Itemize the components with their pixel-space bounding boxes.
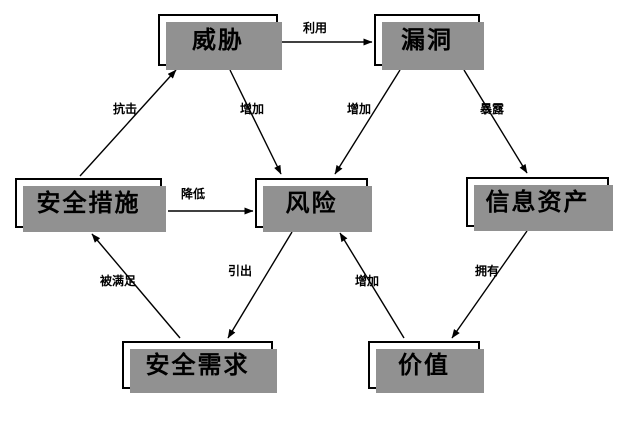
edge-label-counter: 抗击 — [113, 102, 138, 116]
edge-label-expose: 暴露 — [480, 102, 505, 116]
node-risk[interactable]: 风险 — [255, 178, 372, 232]
edge-vuln-to-asset — [463, 69, 528, 174]
node-security-control[interactable]: 安全措施 — [15, 178, 166, 232]
edge-label-increase-threat-risk: 增加 — [240, 102, 265, 116]
node-vulnerability-label: 漏洞 — [401, 26, 453, 54]
node-information-asset-label: 信息资产 — [485, 188, 590, 216]
node-vulnerability[interactable]: 漏洞 — [374, 14, 484, 70]
node-risk-label: 风险 — [285, 189, 338, 217]
node-security-requirement[interactable]: 安全需求 — [122, 341, 277, 393]
edge-label-own: 拥有 — [475, 264, 500, 278]
edge-vuln-to-risk — [334, 69, 401, 175]
edge-label-exploit: 利用 — [303, 21, 328, 35]
node-threat[interactable]: 威胁 — [158, 14, 282, 70]
node-threat-label: 威胁 — [192, 26, 244, 54]
edge-asset-to-value — [451, 230, 528, 339]
edge-label-increase-vuln-risk: 增加 — [347, 102, 372, 116]
edge-label-reduce: 降低 — [181, 187, 206, 201]
edge-threat-to-risk — [229, 69, 282, 175]
edge-label-increase-value-risk: 增加 — [355, 274, 380, 288]
node-security-control-label: 安全措施 — [36, 189, 141, 217]
edge-risk-to-need — [227, 231, 293, 339]
edge-control-to-threat — [79, 69, 177, 177]
edge-label-satisfied-by: 被满足 — [100, 274, 137, 288]
edge-need-to-control — [91, 233, 181, 339]
node-security-requirement-label: 安全需求 — [145, 351, 250, 379]
edge-label-derive: 引出 — [228, 264, 253, 278]
edge-value-to-risk — [339, 232, 405, 339]
node-value-label: 价值 — [398, 351, 450, 379]
node-information-asset[interactable]: 信息资产 — [466, 177, 613, 231]
node-value[interactable]: 价值 — [368, 341, 484, 393]
